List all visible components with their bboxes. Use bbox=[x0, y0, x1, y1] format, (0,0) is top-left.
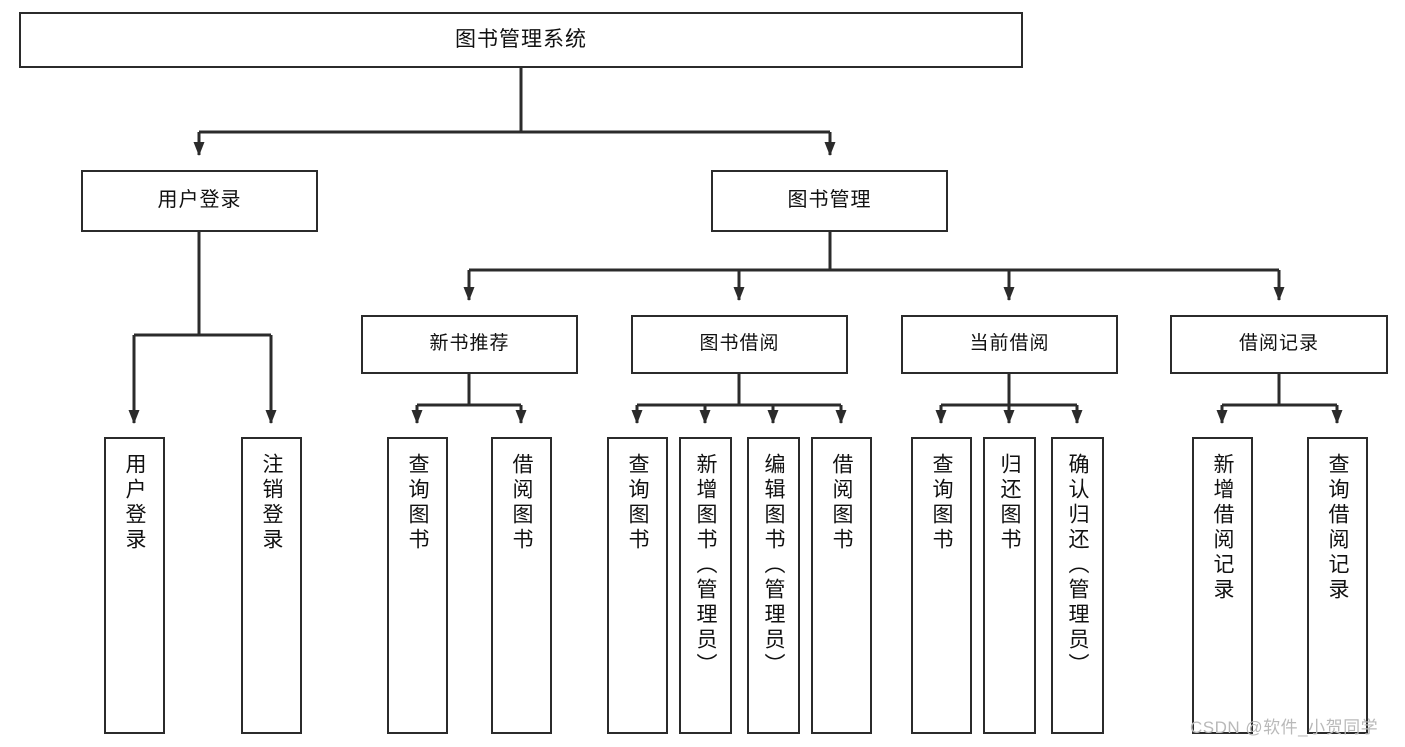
leaf-borrow-query-book[interactable]: 查询图书 bbox=[607, 437, 668, 734]
leaf-add-borrow-record-label: 新增借阅记录 bbox=[1211, 453, 1234, 603]
node-borrow-record-label: 借阅记录 bbox=[1238, 333, 1319, 355]
node-root[interactable]: 图书管理系统 bbox=[19, 12, 1023, 68]
node-book-management[interactable]: 图书管理 bbox=[711, 170, 948, 232]
leaf-borrow-book-label: 借阅图书 bbox=[830, 453, 853, 553]
leaf-borrow-book[interactable]: 借阅图书 bbox=[811, 437, 872, 734]
leaf-confirm-return-admin-label: 确认归还（管理员） bbox=[1066, 453, 1089, 678]
node-book-borrow[interactable]: 图书借阅 bbox=[631, 315, 848, 374]
leaf-return-book[interactable]: 归还图书 bbox=[983, 437, 1036, 734]
leaf-add-book-admin[interactable]: 新增图书（管理员） bbox=[679, 437, 732, 734]
leaf-add-borrow-record[interactable]: 新增借阅记录 bbox=[1192, 437, 1253, 734]
leaf-current-query-book[interactable]: 查询图书 bbox=[911, 437, 972, 734]
node-book-management-label: 图书管理 bbox=[787, 189, 872, 212]
leaf-query-borrow-record[interactable]: 查询借阅记录 bbox=[1307, 437, 1368, 734]
leaf-edit-book-admin[interactable]: 编辑图书（管理员） bbox=[747, 437, 800, 734]
node-book-borrow-label: 图书借阅 bbox=[699, 333, 780, 355]
node-user-login[interactable]: 用户登录 bbox=[81, 170, 318, 232]
node-new-book-recommend[interactable]: 新书推荐 bbox=[361, 315, 578, 374]
leaf-confirm-return-admin[interactable]: 确认归还（管理员） bbox=[1051, 437, 1104, 734]
node-new-book-recommend-label: 新书推荐 bbox=[429, 333, 510, 355]
leaf-new-book-query[interactable]: 查询图书 bbox=[387, 437, 448, 734]
leaf-new-book-query-label: 查询图书 bbox=[406, 453, 429, 553]
leaf-query-borrow-record-label: 查询借阅记录 bbox=[1326, 453, 1349, 603]
leaf-borrow-query-book-label: 查询图书 bbox=[626, 453, 649, 553]
node-current-borrow[interactable]: 当前借阅 bbox=[901, 315, 1118, 374]
node-root-label: 图书管理系统 bbox=[455, 27, 587, 51]
leaf-add-book-admin-label: 新增图书（管理员） bbox=[694, 453, 717, 678]
node-borrow-record[interactable]: 借阅记录 bbox=[1170, 315, 1388, 374]
leaf-user-login-label: 用户登录 bbox=[123, 453, 146, 553]
node-user-login-label: 用户登录 bbox=[157, 189, 242, 212]
leaf-edit-book-admin-label: 编辑图书（管理员） bbox=[762, 453, 785, 678]
leaf-new-book-borrow-label: 借阅图书 bbox=[510, 453, 533, 553]
leaf-return-book-label: 归还图书 bbox=[998, 453, 1021, 553]
node-current-borrow-label: 当前借阅 bbox=[969, 333, 1050, 355]
leaf-user-login[interactable]: 用户登录 bbox=[104, 437, 165, 734]
leaf-current-query-book-label: 查询图书 bbox=[930, 453, 953, 553]
leaf-new-book-borrow[interactable]: 借阅图书 bbox=[491, 437, 552, 734]
leaf-logout[interactable]: 注销登录 bbox=[241, 437, 302, 734]
leaf-logout-label: 注销登录 bbox=[260, 453, 283, 553]
